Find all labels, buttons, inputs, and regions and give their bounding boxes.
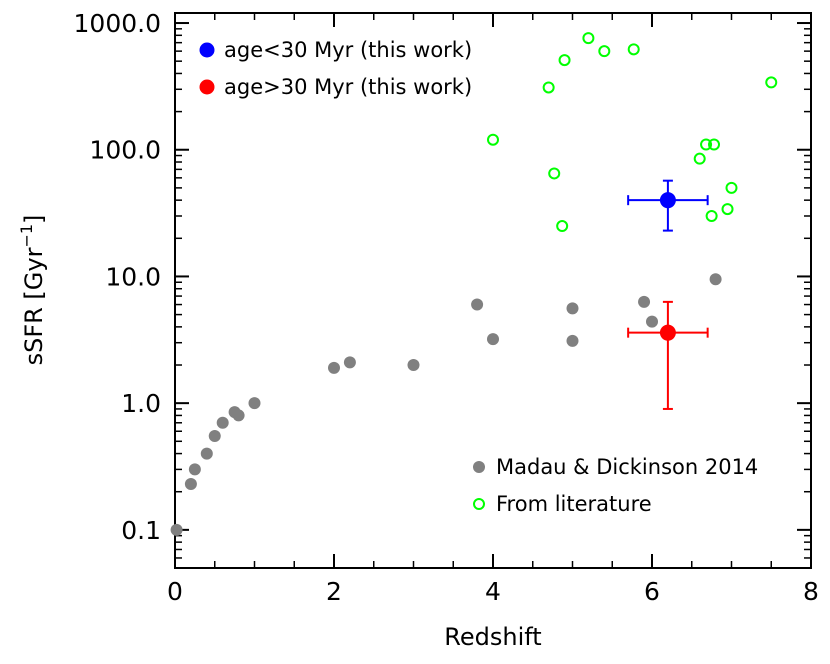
- legend-label: Madau & Dickinson 2014: [496, 455, 758, 479]
- legend-label: age>30 Myr (this work): [224, 75, 472, 99]
- x-tick-label: 0: [167, 577, 183, 606]
- legend-marker: [199, 79, 215, 95]
- madau-dickinson-2014-point: [188, 463, 201, 476]
- from-literature-point: [627, 43, 640, 56]
- legend-marker: [473, 498, 485, 510]
- age-30-myr-this-work-point: [659, 324, 676, 341]
- y-axis-title: sSFR [Gyr−1]: [17, 215, 48, 366]
- madau-dickinson-2014-point: [328, 361, 340, 374]
- data-marks: [170, 32, 778, 536]
- from-literature-point: [582, 32, 595, 45]
- y-tick-label: 10.0: [105, 262, 161, 291]
- madau-dickinson-2014-point: [216, 416, 229, 429]
- from-literature-point: [700, 138, 713, 151]
- from-literature-point: [558, 54, 571, 67]
- from-literature-point: [708, 138, 721, 151]
- x-tick-label: 2: [326, 577, 342, 606]
- from-literature-point: [693, 152, 706, 165]
- madau-dickinson-2014-point: [638, 295, 651, 308]
- y-tick-label: 100.0: [89, 136, 161, 165]
- axis-ticks: 0 2 4 6 8 0.1 1.0 10.0 100.0 1000.0: [74, 9, 819, 606]
- madau-dickinson-2014-point: [248, 397, 261, 410]
- madau-dickinson-2014-point: [566, 302, 579, 315]
- legend-marker: [199, 42, 215, 58]
- y-tick-label: 1000.0: [74, 9, 161, 38]
- madau-dickinson-2014-point: [184, 478, 197, 491]
- madau-dickinson-2014-point: [200, 447, 213, 460]
- from-literature-point: [705, 209, 718, 222]
- madau-dickinson-2014-point: [566, 334, 579, 347]
- from-literature-point: [556, 220, 569, 233]
- from-literature-point: [721, 203, 734, 216]
- x-axis-title: Redshift: [444, 623, 541, 651]
- madau-dickinson-2014-point: [407, 359, 420, 372]
- from-literature-point: [765, 76, 778, 89]
- from-literature-point: [487, 133, 499, 146]
- madau-dickinson-2014-point: [343, 356, 356, 369]
- legend: age<30 Myr (this work) age>30 Myr (this w…: [199, 38, 758, 516]
- x-tick-label: 8: [803, 577, 819, 606]
- from-literature-point: [548, 167, 561, 180]
- age-30-myr-this-work-point: [659, 192, 676, 209]
- y-axis-title-main: sSFR [Gyr: [20, 247, 48, 365]
- y-tick-label: 0.1: [121, 516, 161, 545]
- madau-dickinson-2014-point: [487, 333, 499, 346]
- madau-dickinson-2014-point: [170, 523, 183, 536]
- legend-label: From literature: [496, 492, 652, 516]
- y-axis-title-close: ]: [20, 215, 48, 224]
- from-literature-point: [598, 45, 611, 58]
- legend-marker: [473, 461, 485, 473]
- madau-dickinson-2014-point: [646, 315, 658, 328]
- madau-dickinson-2014-point: [471, 298, 484, 311]
- y-axis-title-exponent: −1: [17, 224, 36, 248]
- from-literature-point: [542, 81, 555, 94]
- y-tick-label: 1.0: [121, 389, 161, 418]
- x-tick-label: 6: [644, 577, 660, 606]
- x-tick-label: 4: [485, 577, 501, 606]
- madau-dickinson-2014-point: [232, 409, 245, 422]
- from-literature-point: [725, 181, 738, 194]
- madau-dickinson-2014-point: [208, 430, 221, 443]
- legend-label: age<30 Myr (this work): [224, 38, 472, 62]
- madau-dickinson-2014-point: [709, 273, 722, 286]
